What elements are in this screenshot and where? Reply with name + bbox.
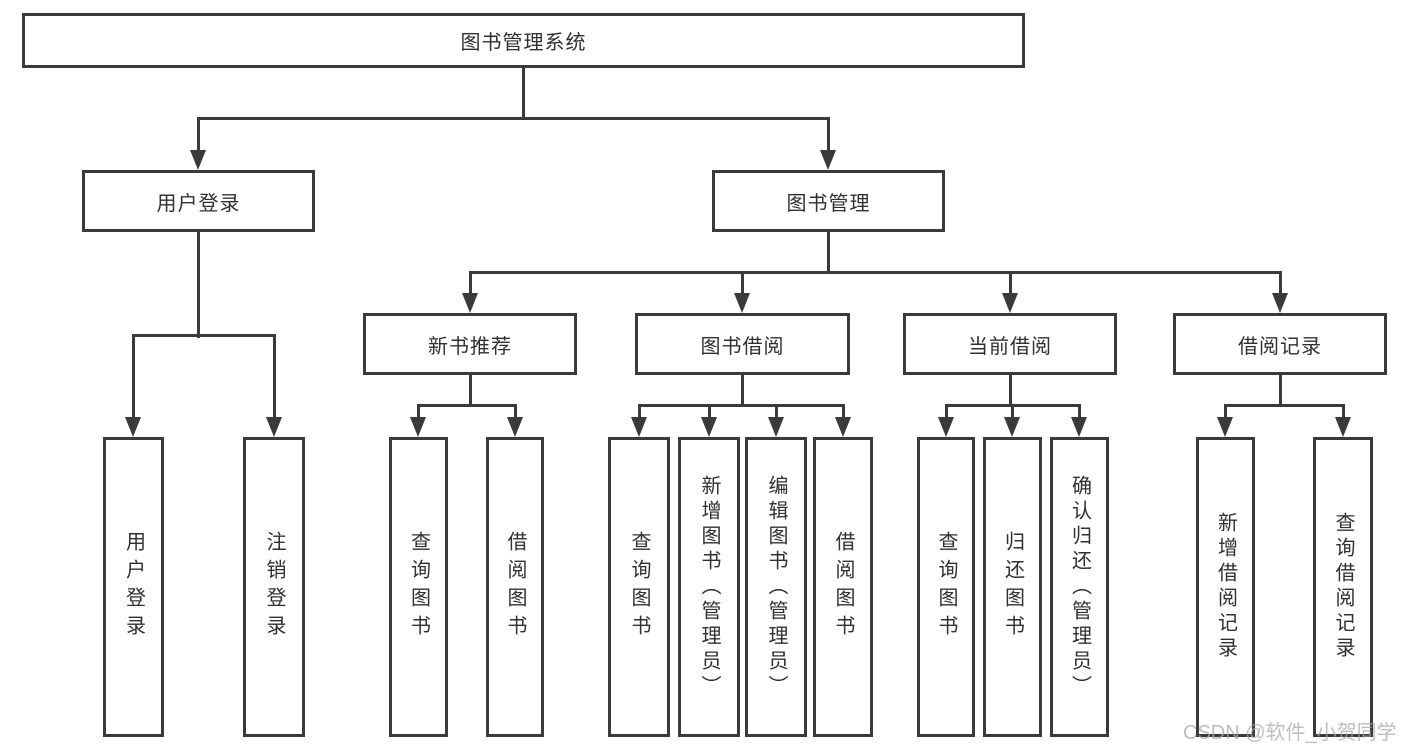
leaf-query-books-2: 查询图书 xyxy=(608,437,670,737)
node-label: 借阅记录 xyxy=(1238,335,1322,358)
connector-vline xyxy=(841,405,845,420)
leaf-borrow-books-1: 借阅图书 xyxy=(486,437,544,737)
node-label: 查询图书 xyxy=(407,531,430,643)
node-label: 归还图书 xyxy=(1001,531,1024,643)
connector-hline xyxy=(1223,403,1345,407)
connector-vline xyxy=(637,405,641,420)
node-library-management-system: 图书管理系统 xyxy=(22,13,1025,68)
connector-hline xyxy=(468,270,1282,274)
arrow-down-icon xyxy=(507,417,523,437)
leaf-add-books-admin: 新增图书（管理员） xyxy=(678,437,740,737)
connector-vline xyxy=(944,405,948,420)
arrow-down-icon xyxy=(190,150,206,170)
connector-vline xyxy=(826,232,830,274)
connector-vline xyxy=(1223,405,1227,420)
connector-vline xyxy=(1278,375,1282,407)
connector-vline xyxy=(826,118,830,154)
node-label: 注销登录 xyxy=(263,531,285,643)
node-current-borrowing: 当前借阅 xyxy=(903,313,1117,375)
connector-vline xyxy=(740,272,744,296)
connector-vline xyxy=(1010,405,1014,420)
node-user-login: 用户登录 xyxy=(82,170,315,232)
connector-vline xyxy=(196,232,200,338)
node-label: 用户登录 xyxy=(156,192,241,215)
node-book-borrowing: 图书借阅 xyxy=(635,313,850,375)
connector-hline xyxy=(944,403,1081,407)
leaf-edit-books-admin: 编辑图书（管理员） xyxy=(745,437,807,737)
node-book-management: 图书管理 xyxy=(712,170,945,232)
connector-vline xyxy=(1077,405,1081,420)
node-new-book-recommendation: 新书推荐 xyxy=(363,313,577,375)
node-label: 新增借阅记录 xyxy=(1214,512,1237,662)
connector-vline xyxy=(416,405,420,420)
connector-vline xyxy=(707,405,711,420)
connector-hline xyxy=(131,333,276,337)
node-label: 新书推荐 xyxy=(428,335,512,358)
leaf-query-borrow-record: 查询借阅记录 xyxy=(1313,437,1373,737)
arrow-down-icon xyxy=(701,417,717,437)
connector-vline xyxy=(272,335,276,420)
connector-vline xyxy=(1008,375,1012,407)
leaf-user-login: 用户登录 xyxy=(103,437,164,737)
leaf-add-borrow-record: 新增借阅记录 xyxy=(1196,437,1255,737)
leaf-logout: 注销登录 xyxy=(243,437,305,737)
node-borrowing-records: 借阅记录 xyxy=(1173,313,1387,375)
leaf-query-books-1: 查询图书 xyxy=(389,437,448,737)
arrow-down-icon xyxy=(462,293,478,313)
arrow-down-icon xyxy=(1004,417,1020,437)
node-label: 查询借阅记录 xyxy=(1332,512,1354,662)
leaf-return-books: 归还图书 xyxy=(983,437,1042,737)
node-label: 图书管理 xyxy=(786,192,871,215)
arrow-down-icon xyxy=(820,150,836,170)
leaf-confirm-return-admin: 确认归还（管理员） xyxy=(1050,437,1109,737)
arrow-down-icon xyxy=(1217,417,1233,437)
node-label: 查询图书 xyxy=(935,531,957,643)
connector-vline xyxy=(521,68,525,120)
connector-vline xyxy=(1008,272,1012,296)
connector-hline xyxy=(637,403,845,407)
node-label: 图书管理系统 xyxy=(460,32,587,54)
node-label: 用户登录 xyxy=(122,531,145,643)
node-label: 确认归还（管理员） xyxy=(1068,474,1091,700)
node-label: 图书借阅 xyxy=(700,335,785,358)
connector-vline xyxy=(196,118,200,154)
connector-hline xyxy=(416,403,517,407)
connector-vline xyxy=(740,375,744,407)
connector-vline xyxy=(1278,272,1282,296)
node-label: 借阅图书 xyxy=(504,531,526,643)
arrow-down-icon xyxy=(125,417,141,437)
arrow-down-icon xyxy=(410,417,426,437)
arrow-down-icon xyxy=(734,293,750,313)
connector-hline xyxy=(196,116,830,120)
arrow-down-icon xyxy=(1071,417,1087,437)
connector-vline xyxy=(774,405,778,420)
node-label: 借阅图书 xyxy=(832,531,854,643)
connector-vline xyxy=(513,405,517,420)
arrow-down-icon xyxy=(631,417,647,437)
node-label: 当前借阅 xyxy=(968,335,1052,358)
arrow-down-icon xyxy=(266,417,282,437)
arrow-down-icon xyxy=(768,417,784,437)
leaf-query-books-3: 查询图书 xyxy=(917,437,975,737)
node-label: 编辑图书（管理员） xyxy=(765,474,787,700)
arrow-down-icon xyxy=(1272,293,1288,313)
arrow-down-icon xyxy=(1335,417,1351,437)
arrow-down-icon xyxy=(1002,293,1018,313)
node-label: 新增图书（管理员） xyxy=(698,474,720,700)
node-label: 查询图书 xyxy=(628,531,650,643)
connector-vline xyxy=(1341,405,1345,420)
connector-vline xyxy=(468,272,472,296)
connector-vline xyxy=(468,375,472,407)
connector-vline xyxy=(131,335,135,420)
arrow-down-icon xyxy=(835,417,851,437)
leaf-borrow-books-2: 借阅图书 xyxy=(813,437,873,737)
arrow-down-icon xyxy=(938,417,954,437)
